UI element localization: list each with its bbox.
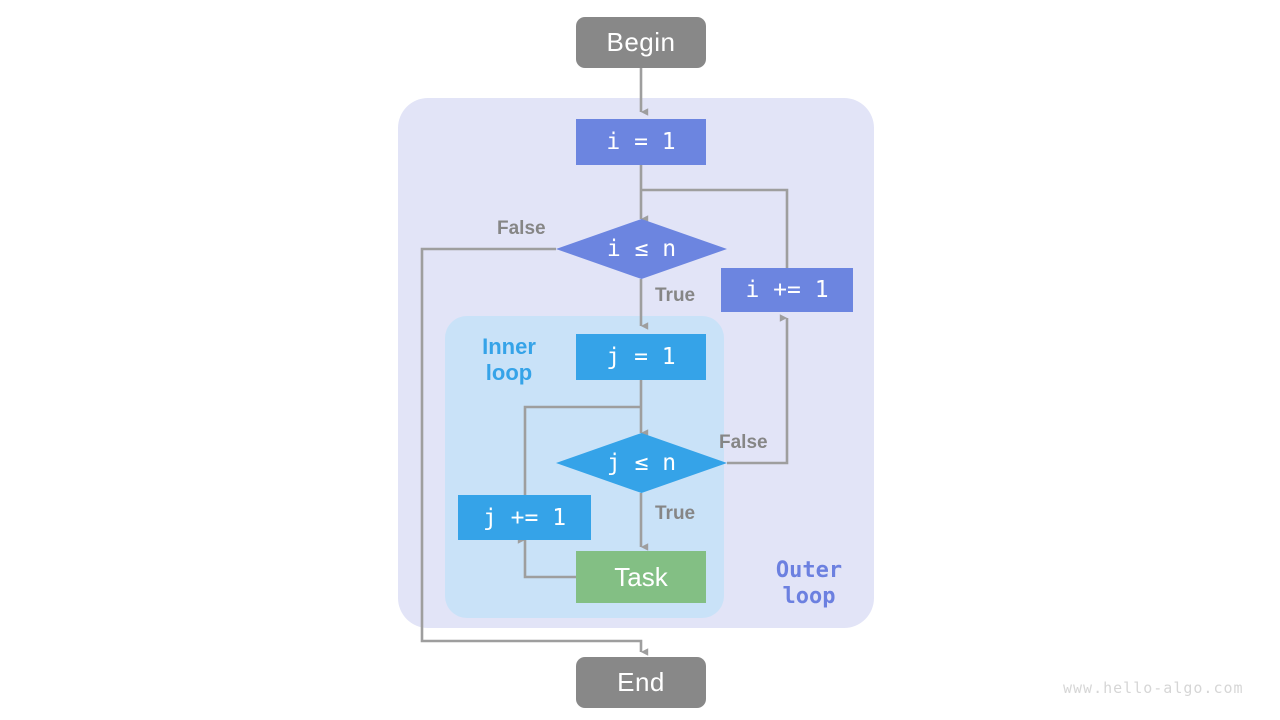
node-begin-label: Begin xyxy=(606,27,676,57)
inner-loop-label-line1: Inner xyxy=(482,334,536,359)
edge-label-outer-false: False xyxy=(497,218,546,239)
node-task[interactable]: Task xyxy=(576,551,706,603)
node-cond-j[interactable]: j ≤ n xyxy=(556,433,727,493)
watermark: www.hello-algo.com xyxy=(1063,679,1244,697)
outer-loop-label-line1: Outer xyxy=(775,558,843,583)
node-init-j[interactable]: j = 1 xyxy=(576,334,706,380)
outer-loop-label: Outer loop xyxy=(757,558,861,610)
node-init-i[interactable]: i = 1 xyxy=(576,119,706,165)
diamond-shape xyxy=(556,219,727,279)
node-end-label: End xyxy=(617,667,665,697)
edge-incr-j-return-top xyxy=(523,405,641,497)
node-end[interactable]: End xyxy=(576,657,706,708)
edge-cond-i-false-to-end xyxy=(420,247,649,656)
node-init-j-label: j = 1 xyxy=(606,344,676,370)
inner-loop-label: Inner loop xyxy=(460,334,558,386)
edge-task-to-incr-j xyxy=(517,536,576,579)
node-incr-j-label: j += 1 xyxy=(482,504,567,531)
edge-cond-j-false-to-incr-i xyxy=(727,314,789,465)
node-incr-j[interactable]: j += 1 xyxy=(458,495,591,540)
edge-incr-i-return xyxy=(641,188,789,268)
node-cond-i[interactable]: i ≤ n xyxy=(556,219,727,279)
node-incr-i-label: i += 1 xyxy=(745,277,829,303)
node-cond-j-label: j ≤ n xyxy=(606,450,677,476)
node-incr-i[interactable]: i += 1 xyxy=(721,268,853,312)
node-task-label: Task xyxy=(614,561,668,592)
edge-label-inner-true: True xyxy=(655,503,696,524)
diamond-shape xyxy=(556,433,727,493)
inner-loop-label-line2: loop xyxy=(485,359,533,385)
node-cond-i-label: i ≤ n xyxy=(606,236,677,262)
edge-label-inner-false: False xyxy=(719,432,768,453)
node-init-i-label: i = 1 xyxy=(606,129,676,155)
outer-loop-label-line2: loop xyxy=(782,583,836,609)
edge-label-outer-true: True xyxy=(655,285,696,306)
node-begin[interactable]: Begin xyxy=(576,17,706,68)
